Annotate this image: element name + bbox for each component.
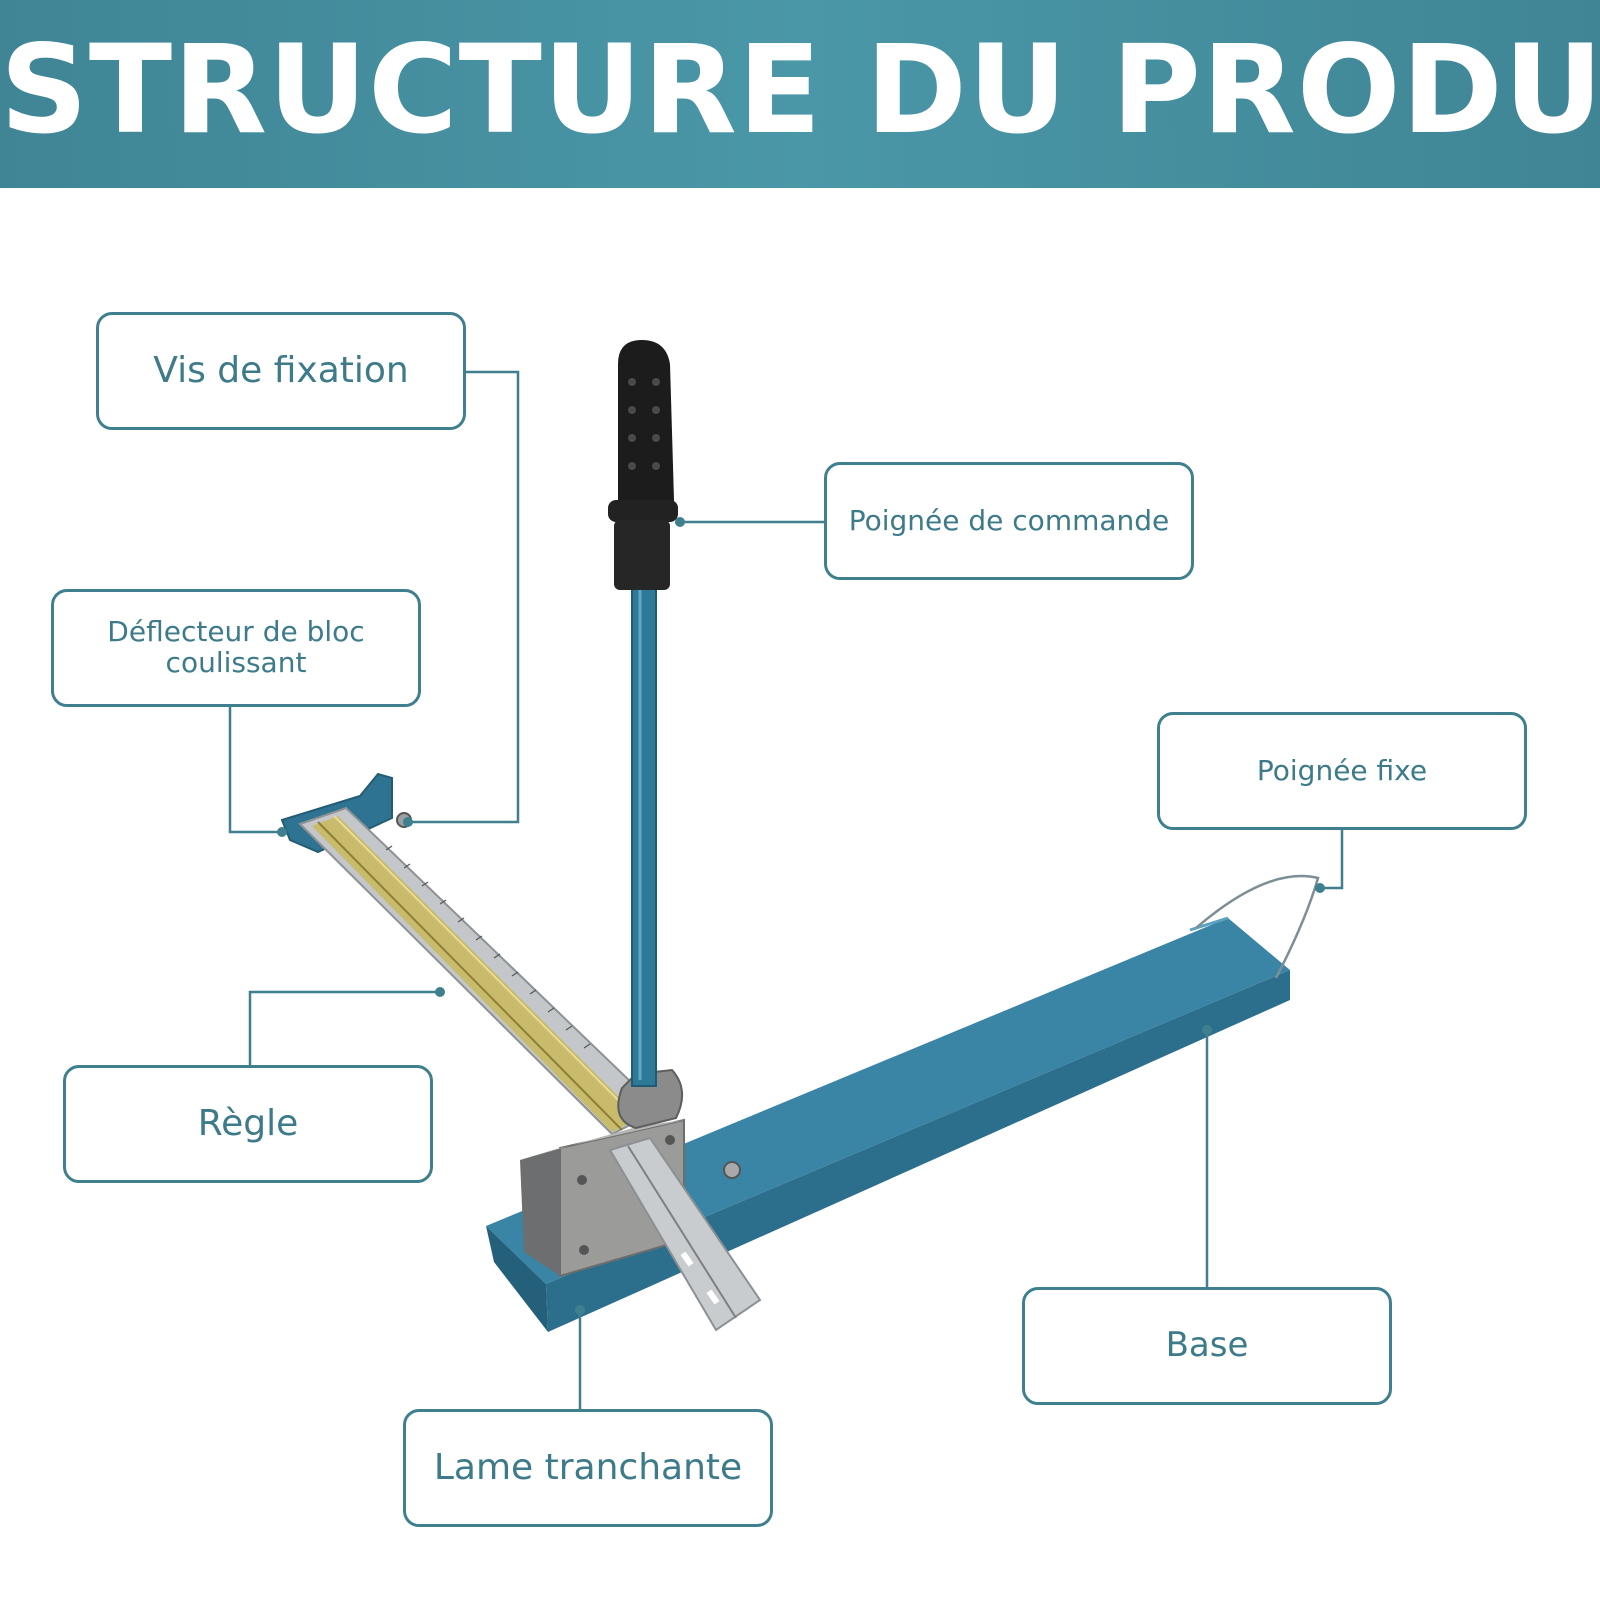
callout-fixed-handle: Poignée fixe: [1157, 712, 1527, 830]
page-title: STRUCTURE DU PRODUIT: [0, 19, 1600, 161]
rail-exit: [608, 1136, 762, 1332]
block-bolt-1: [577, 1175, 587, 1185]
ruler-rail-gold: [312, 816, 640, 1132]
callout-slide-deflector: Déflecteur de bloc coulissant: [51, 589, 421, 707]
callout-control-handle: Poignée de commande: [824, 462, 1194, 580]
rail-slot-2: [706, 1289, 720, 1305]
handle-collar: [608, 500, 678, 522]
callout-cutting-blade-text: Lame tranchante: [433, 1447, 743, 1489]
ruler-ticks: [385, 845, 591, 1049]
dot-vis: [403, 817, 413, 827]
dot-fixe: [1315, 883, 1325, 893]
callout-ruler-text: Règle: [197, 1103, 299, 1145]
block-bolt-2: [579, 1245, 589, 1255]
handle-dimples: [628, 378, 660, 470]
dot-regle: [435, 987, 445, 997]
ruler-rail-edge: [317, 821, 623, 1131]
lever-shaft: [631, 585, 657, 1087]
leader-regle: [248, 990, 440, 1065]
ruler-assembly: [280, 772, 662, 1136]
base-front: [546, 970, 1290, 1332]
leader-lines: [228, 370, 1344, 1409]
callout-base: Base: [1022, 1287, 1392, 1405]
callout-ruler: Règle: [63, 1065, 433, 1183]
base-end: [486, 1226, 548, 1332]
callout-fixed-handle-text: Poignée fixe: [1256, 753, 1428, 787]
title-banner: STRUCTURE DU PRODUIT: [0, 0, 1600, 188]
dot-lame: [575, 1305, 585, 1315]
dot-poignee-cmd: [675, 517, 685, 527]
handle-grip: [618, 340, 674, 508]
dot-base: [1202, 1025, 1212, 1035]
callout-control-handle-text: Poignée de commande: [848, 503, 1170, 537]
rail-exit-edge: [627, 1145, 737, 1319]
leader-fixe: [1320, 830, 1344, 890]
callout-fixing-screw-text: Vis de fixation: [153, 350, 409, 392]
ruler-rail-edge-2: [333, 815, 639, 1121]
callout-fixing-screw: Vis de fixation: [96, 312, 466, 430]
callout-slide-deflector-text: Déflecteur de bloc coulissant: [107, 615, 365, 679]
control-lever: [608, 340, 678, 1087]
callout-cutting-blade: Lame tranchante: [403, 1409, 773, 1527]
handle-neck: [614, 520, 670, 590]
leader-deflecteur: [228, 707, 282, 834]
dot-deflecteur: [277, 827, 287, 837]
fixed-handle-wire: [1195, 874, 1320, 979]
base-bolt: [723, 1161, 741, 1179]
leader-dots: [277, 517, 1325, 1315]
rail-slot-1: [680, 1251, 694, 1267]
callout-base-text: Base: [1165, 1325, 1249, 1366]
leader-vis: [408, 370, 520, 824]
block-bolt-3: [665, 1135, 675, 1145]
block-side: [520, 1148, 560, 1276]
